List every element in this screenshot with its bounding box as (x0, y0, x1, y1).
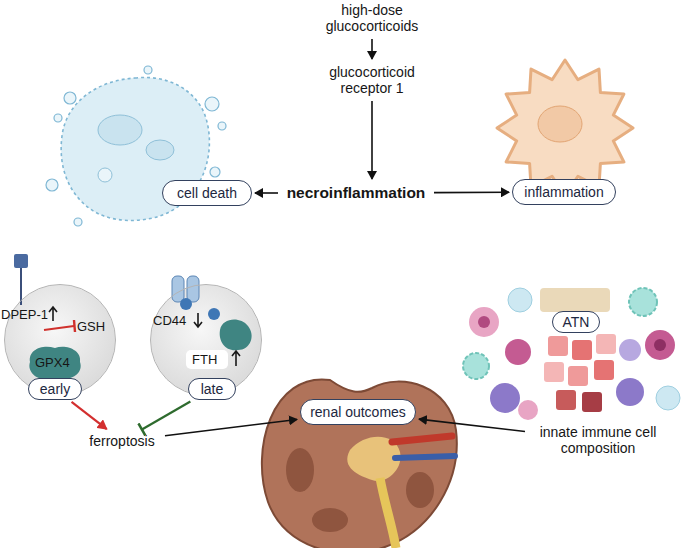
node-text: CD44 (153, 313, 186, 328)
kidney (262, 379, 457, 548)
flow-label: ferroptosis (82, 431, 162, 451)
vesicle (210, 167, 220, 177)
inhibition-line (44, 326, 74, 330)
pill-label: early (28, 378, 82, 400)
renal-artery (392, 436, 452, 442)
node-text: inflammation (524, 184, 603, 200)
node-text: innate immune cell composition (528, 424, 668, 456)
arrow-connector (434, 191, 509, 193)
vesicle (144, 66, 152, 74)
flow-label: glucocorticoid receptor 1 (317, 62, 427, 98)
tubular-cell (594, 360, 614, 380)
node-text: GSH (77, 319, 105, 334)
node-text: necroinflammation (287, 185, 426, 201)
pill-label: ATN (552, 311, 600, 333)
immune-cell-cluster (463, 288, 680, 420)
immune-cell (505, 339, 531, 365)
arrow-connector (371, 101, 373, 179)
organelle (98, 168, 112, 182)
node-text: ferroptosis (89, 433, 154, 449)
node-text: cell death (177, 185, 237, 201)
vesicle (218, 122, 226, 130)
renal-pyramid (312, 508, 348, 532)
node-text: GPX4 (35, 355, 70, 370)
edge-group (72, 39, 525, 436)
iron-particle (208, 308, 220, 320)
cell-nucleus (654, 339, 666, 351)
pill-label: late (188, 378, 236, 400)
immune-cell (619, 339, 641, 361)
node-text: renal outcomes (310, 404, 406, 420)
vesicle (64, 92, 76, 104)
tubular-cell (572, 340, 592, 360)
cell-body (497, 60, 633, 196)
node-text: FTH (192, 352, 217, 367)
cell-nucleus (538, 106, 582, 142)
flow-label: high-dose glucocorticoids (312, 0, 432, 36)
immune-cell (645, 330, 675, 360)
renal-pyramid (286, 448, 314, 492)
down-arrow (194, 313, 202, 327)
vesicle (54, 114, 62, 122)
tubular-cell (544, 362, 564, 382)
early-cell (5, 254, 115, 395)
dpep-head (14, 254, 28, 268)
immune-cell (518, 400, 538, 420)
vesicle (46, 179, 58, 191)
dpep-stalk (20, 268, 22, 305)
inhibition-connector (142, 402, 190, 430)
node-text: DPEP-1 (1, 307, 48, 322)
up-arrow (49, 307, 57, 321)
cd44-receptor (172, 276, 184, 302)
up-arrow (232, 351, 240, 366)
inhibition-bar (74, 320, 75, 332)
immune-cell (656, 386, 680, 410)
pill-label: renal outcomes (300, 399, 416, 425)
cell-nucleus (478, 316, 490, 328)
pill-label: inflammation (512, 179, 616, 205)
tubular-cell (556, 390, 576, 410)
tubule-wall (540, 288, 610, 312)
arrow-connector (165, 419, 297, 435)
arrow-connector (419, 419, 525, 431)
tubular-cell (568, 366, 588, 386)
renal-vein (395, 456, 455, 458)
flow-label: necroinflammation (281, 182, 431, 204)
node-text: ATN (563, 314, 590, 330)
gpx4-protein (29, 347, 80, 380)
tubular-cell (548, 336, 568, 356)
vesicle (205, 97, 219, 111)
arrow-connector (255, 192, 278, 194)
organelle (98, 115, 142, 145)
immune-cell (490, 383, 520, 413)
arrow-connector (371, 39, 373, 59)
flow-label: innate immune cell composition (528, 420, 668, 460)
iron-particle (180, 298, 192, 310)
pill-label: cell death (162, 180, 252, 206)
tubular-cell (596, 334, 616, 354)
cd44-receptor (187, 276, 199, 302)
node-text: late (201, 381, 224, 397)
immune-cell (616, 378, 644, 406)
fth-protein (220, 320, 252, 351)
node-text: early (40, 381, 70, 397)
immune-cell (508, 288, 532, 312)
inflammatory-cell (497, 60, 633, 196)
node-text: high-dose glucocorticoids (312, 2, 432, 34)
arrow-connector (72, 402, 107, 429)
renal-pyramid (406, 472, 434, 508)
vesicle (74, 218, 82, 226)
immune-cell (463, 353, 489, 379)
immune-cell (629, 288, 657, 316)
organelle (146, 140, 174, 160)
immune-cell (469, 307, 499, 337)
fth-box (186, 350, 228, 369)
ureter (380, 478, 396, 548)
node-text: glucocorticoid receptor 1 (317, 64, 427, 96)
kidney-body (262, 379, 457, 548)
tubular-cell (582, 392, 602, 412)
